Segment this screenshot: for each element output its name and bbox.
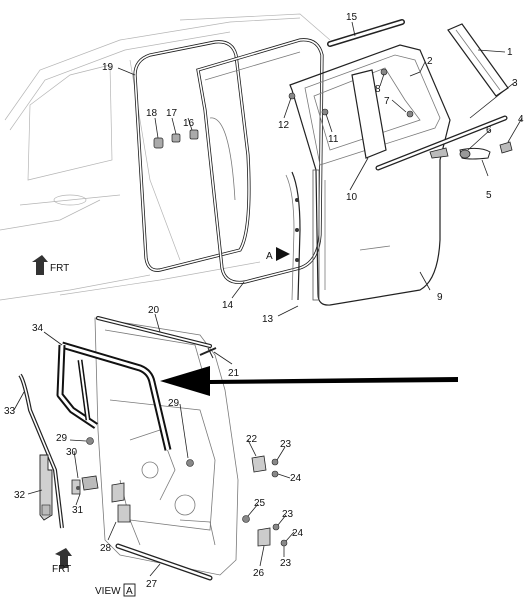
callout-4: 4: [518, 114, 524, 125]
callout-32: 32: [14, 490, 26, 501]
callout-5: 5: [486, 190, 492, 201]
svg-text:FRT: FRT: [50, 263, 69, 274]
callout-8: 8: [375, 84, 381, 95]
callout-6: 6: [486, 125, 492, 136]
rear-door-window-run-channel: [56, 341, 172, 451]
callout-24-upper: 24: [290, 473, 302, 484]
callout-28: 28: [100, 543, 112, 554]
callout-15: 15: [346, 12, 358, 23]
rear-door-panel: [289, 44, 451, 306]
callout-12: 12: [278, 120, 290, 131]
callout-29-left: 29: [56, 433, 68, 444]
callout-16: 16: [183, 118, 195, 129]
channel-clip: [199, 347, 217, 359]
vehicle-body-outline: [0, 13, 331, 301]
callout-23-bottom: 23: [280, 558, 292, 569]
latch-hardware: [242, 455, 288, 547]
callout-22: 22: [246, 434, 258, 445]
callout-29-right: 29: [168, 398, 180, 409]
door-hardware: [153, 68, 513, 160]
callout-33: 33: [4, 406, 16, 417]
svg-text:VIEW: VIEW: [95, 586, 121, 597]
callout-11: 11: [328, 134, 339, 145]
svg-text:A: A: [266, 251, 273, 262]
door-frame-weatherstrip: [196, 38, 324, 285]
callout-26: 26: [253, 568, 265, 579]
upper-glass-channel: [96, 316, 212, 348]
rear-glass-channel: [18, 373, 64, 529]
door-opening-weatherstrip: [133, 40, 251, 272]
callout-27: 27: [146, 579, 158, 590]
callout-31: 31: [72, 505, 84, 516]
callout-10: 10: [346, 192, 358, 203]
door-channel: [285, 171, 301, 301]
view-a-marker: A: [266, 247, 290, 262]
view-caption: VIEW A: [95, 583, 136, 597]
callout-7: 7: [384, 96, 390, 107]
svg-text:FRT: FRT: [52, 564, 71, 575]
forward-indicator-top: FRT: [32, 255, 69, 275]
callout-2: 2: [427, 56, 433, 67]
callout-30: 30: [66, 447, 78, 458]
lower-channel-bracket: [39, 454, 53, 521]
pointer-arrow: [160, 366, 458, 396]
callout-14: 14: [222, 300, 234, 311]
callout-21: 21: [228, 368, 240, 379]
roof-moulding: [327, 19, 405, 47]
lower-door-moulding: [115, 543, 213, 581]
callout-23-upper: 23: [280, 439, 292, 450]
svg-text:A: A: [126, 586, 133, 597]
callout-20: 20: [148, 305, 160, 316]
window-trim-panel: [351, 69, 387, 159]
callout-23-lower: 23: [282, 509, 294, 520]
callout-1: 1: [507, 47, 513, 58]
callout-19: 19: [102, 62, 114, 73]
belt-moulding: [375, 115, 508, 171]
callout-24-lower: 24: [292, 528, 304, 539]
callout-34: 34: [32, 323, 44, 334]
callout-17: 17: [166, 108, 178, 119]
callout-3: 3: [512, 78, 518, 89]
callout-9: 9: [437, 292, 443, 303]
callout-13: 13: [262, 314, 274, 325]
callout-labels: 15 1 2 3 4 5 6 7 8 9 10 11 12 13 14 16 1…: [4, 12, 524, 590]
door-applique: [447, 23, 509, 97]
leader-lines: [13, 21, 523, 577]
window-regulator-hardware: [71, 437, 194, 523]
forward-indicator-bottom: FRT: [52, 548, 72, 575]
callout-25: 25: [254, 498, 266, 509]
callout-18: 18: [146, 108, 158, 119]
